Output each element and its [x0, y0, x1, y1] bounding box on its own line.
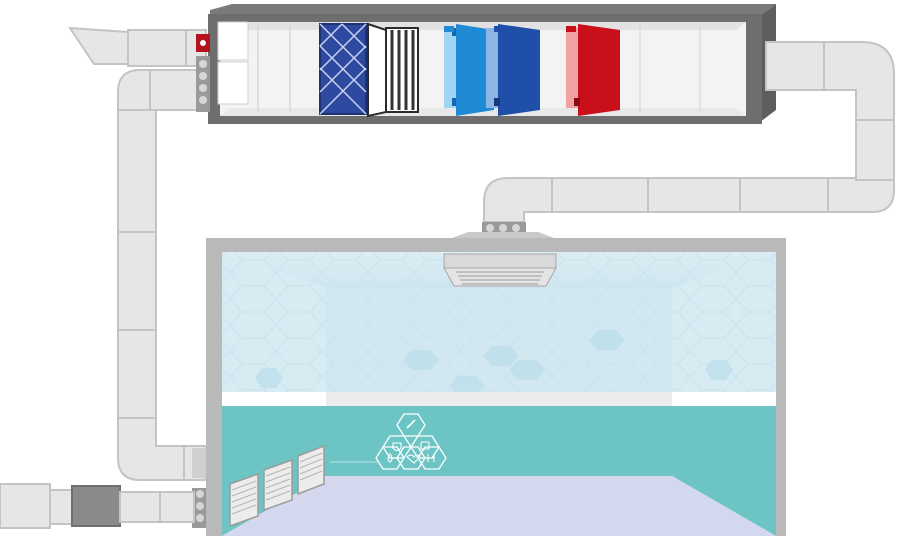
bag-filter [367, 22, 419, 118]
supply-duct [452, 41, 895, 238]
needle-icon [406, 419, 416, 429]
return-grilles [229, 444, 325, 528]
cooling-coil [444, 24, 494, 116]
heart-icon [406, 454, 421, 464]
return-duct [0, 26, 208, 529]
exhaust-outlet [0, 483, 51, 529]
heating-coil [566, 24, 620, 116]
shield-icon [392, 442, 402, 452]
plug-icon [420, 441, 430, 450]
cooling-coil-2 [486, 24, 540, 116]
hexagon-cluster-icon [330, 413, 447, 470]
ceiling-diffuser [443, 253, 557, 287]
floor [222, 476, 776, 536]
drop-icon [387, 453, 393, 463]
intake-hood [68, 26, 129, 65]
pre-filter [319, 23, 367, 115]
air-handling-unit [196, 4, 776, 124]
cleanroom [206, 238, 786, 536]
person-icon [427, 454, 435, 462]
exhaust-fan-box [71, 485, 121, 527]
